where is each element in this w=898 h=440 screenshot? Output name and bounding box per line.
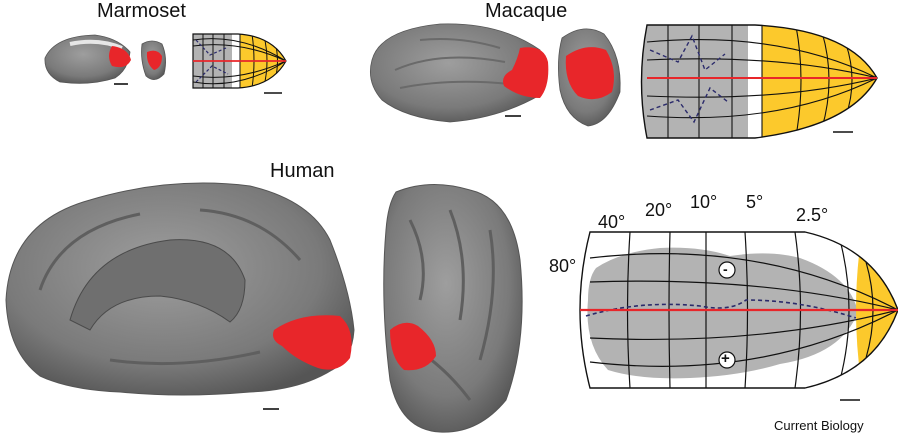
eccentricity-label-5: 5°	[746, 192, 764, 212]
marmoset-v1-region	[109, 46, 131, 68]
plus-symbol-circle	[718, 351, 736, 369]
eccentricity-label-40: 40°	[598, 212, 626, 232]
macaque-flatmap	[640, 24, 878, 139]
minus-sign-label: -	[723, 261, 728, 277]
eccentricity-label-2-5: 2.5°	[796, 205, 829, 225]
human-title: Human	[270, 160, 335, 182]
eccentricity-label-80: 80°	[549, 256, 577, 276]
macaque-v1-region	[503, 47, 549, 98]
marmoset-v1-posterior-region	[146, 50, 162, 70]
macaque-v1-posterior-region	[565, 47, 614, 100]
marmoset-posterior-brain	[141, 40, 166, 80]
eccentricity-label-20: 20°	[645, 200, 673, 220]
macaque-posterior-brain	[558, 28, 621, 127]
human-v1-posterior-region	[390, 322, 436, 371]
human-coverage-area	[587, 247, 858, 379]
minus-symbol-circle	[718, 261, 736, 279]
human-flatmap	[579, 231, 898, 389]
marmoset-medial-brain	[44, 34, 131, 84]
macaque-coverage-area	[641, 25, 748, 138]
human-posterior-brain	[383, 183, 523, 433]
macaque-title: Macaque	[485, 0, 568, 22]
macaque-medial-brain	[369, 23, 549, 123]
human-medial-brain	[5, 182, 355, 396]
marmoset-title: Marmoset	[97, 0, 186, 22]
eccentricity-label-10: 10°	[690, 192, 718, 212]
human-v1-region	[273, 315, 352, 370]
plus-sign-label: +	[721, 350, 730, 367]
journal-credit: Current Biology	[774, 418, 864, 433]
human-vertical-meridian-dashed	[585, 299, 857, 319]
marmoset-flatmap	[192, 33, 287, 89]
